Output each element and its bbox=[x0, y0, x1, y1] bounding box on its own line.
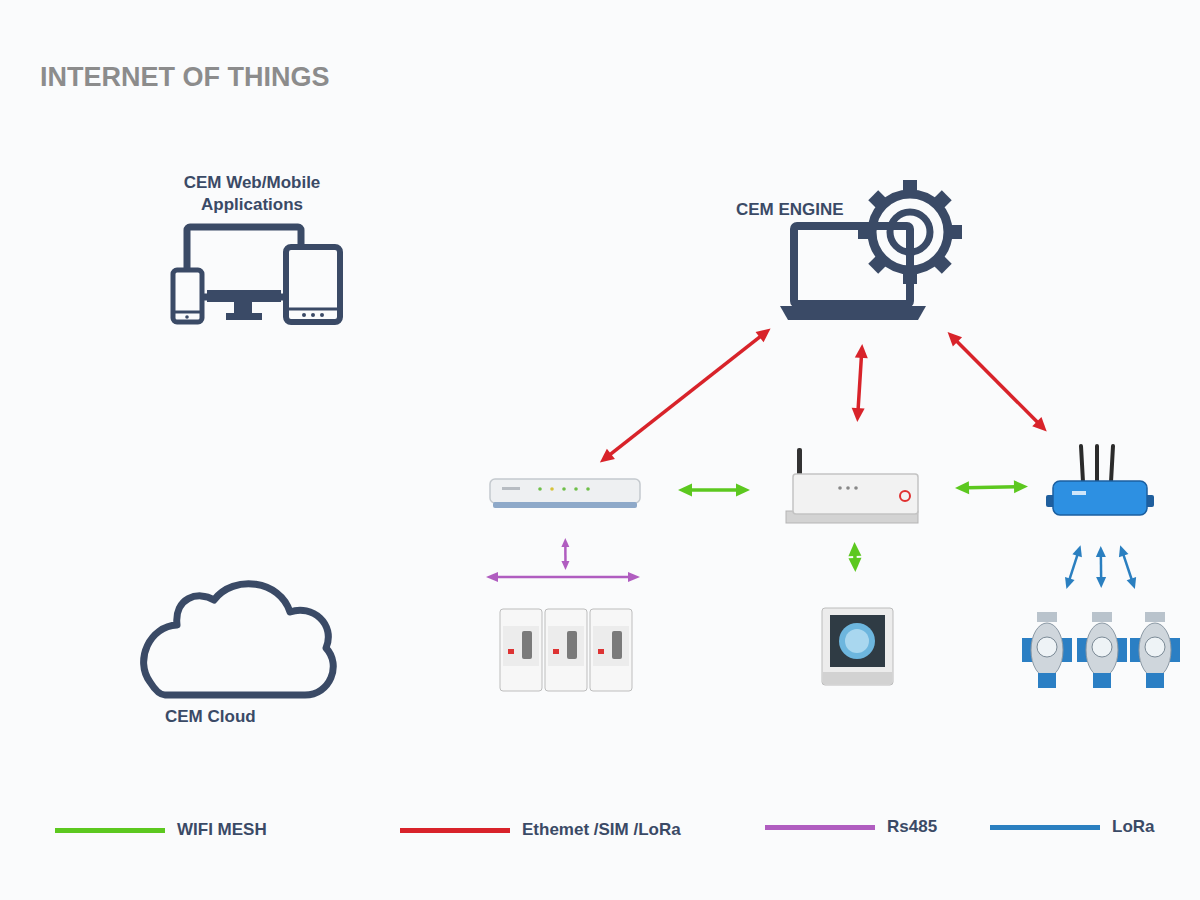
legend-swatch bbox=[765, 825, 875, 830]
arrowhead bbox=[855, 344, 868, 358]
legend-item: Rs485 bbox=[765, 815, 937, 839]
breakers bbox=[496, 606, 636, 694]
connector bbox=[678, 484, 750, 497]
node-label: CEM Cloud bbox=[163, 706, 258, 728]
legend-swatch bbox=[55, 828, 165, 833]
gateway-icon bbox=[786, 448, 918, 523]
arrowhead bbox=[736, 484, 750, 497]
legend-label: Ethemet /SIM /LoRa bbox=[522, 820, 681, 840]
arrowhead bbox=[848, 558, 861, 572]
arrowhead bbox=[561, 561, 569, 570]
connector bbox=[848, 542, 861, 572]
connector bbox=[1119, 545, 1136, 589]
arrowhead bbox=[1096, 577, 1106, 588]
app-group: CEM Web/Mobile Applications bbox=[150, 172, 350, 328]
breakers-icon bbox=[500, 609, 632, 691]
thermostat-icon bbox=[822, 608, 893, 685]
connector bbox=[948, 332, 1047, 432]
connector bbox=[1065, 545, 1082, 589]
arrowhead bbox=[561, 538, 569, 547]
cloud-icon bbox=[144, 584, 334, 695]
legend-swatch bbox=[400, 828, 510, 833]
arrowhead bbox=[756, 329, 771, 343]
arrowhead bbox=[1065, 577, 1075, 589]
water-meters-icon bbox=[1022, 612, 1180, 688]
connector-line bbox=[690, 488, 738, 492]
connector-line bbox=[858, 356, 861, 410]
arrowhead bbox=[1119, 545, 1128, 557]
router-icon bbox=[490, 479, 640, 508]
connector bbox=[561, 538, 569, 570]
connector bbox=[1096, 546, 1106, 588]
legend-item: Ethemet /SIM /LoRa bbox=[400, 818, 681, 842]
water-meter bbox=[1021, 608, 1073, 690]
legend-swatch bbox=[990, 825, 1100, 830]
connector bbox=[600, 329, 771, 463]
legend-label: Rs485 bbox=[887, 817, 937, 837]
devices-icon bbox=[173, 227, 340, 322]
connector-line bbox=[1100, 555, 1103, 579]
lora-gateway-icon bbox=[1046, 446, 1154, 515]
legend-item: LoRa bbox=[990, 815, 1155, 839]
connector-line bbox=[609, 336, 761, 455]
title: INTERNET OF THINGS bbox=[40, 62, 330, 93]
arrowhead bbox=[1096, 546, 1106, 557]
arrowhead bbox=[1072, 545, 1082, 557]
arrowhead bbox=[1014, 480, 1028, 493]
arrowhead bbox=[678, 484, 692, 497]
legend-item: WIFI MESH bbox=[55, 818, 267, 842]
node-label: CEM ENGINE bbox=[734, 199, 846, 221]
lora-gateway bbox=[1050, 440, 1150, 530]
legend-label: LoRa bbox=[1112, 817, 1155, 837]
connector-line bbox=[1123, 554, 1132, 581]
engine: CEM ENGINE bbox=[780, 182, 956, 322]
router bbox=[488, 470, 642, 510]
connector bbox=[852, 344, 868, 422]
arrowhead bbox=[948, 332, 962, 347]
arrowhead bbox=[1127, 577, 1136, 589]
legend-label: WIFI MESH bbox=[177, 820, 267, 840]
connector-line bbox=[564, 545, 567, 563]
connector-line bbox=[967, 485, 1016, 489]
node-label: CEM Web/Mobile Applications bbox=[160, 172, 344, 216]
rs485-bus bbox=[486, 572, 640, 582]
connector-line bbox=[1069, 554, 1078, 581]
arrowhead bbox=[852, 408, 865, 422]
thermostat bbox=[820, 606, 895, 687]
gateway bbox=[785, 450, 921, 530]
water-meter bbox=[1076, 608, 1128, 690]
arrowhead bbox=[1032, 417, 1046, 432]
arrowhead bbox=[848, 542, 861, 556]
arrowhead bbox=[600, 449, 615, 463]
water-meter bbox=[1129, 608, 1181, 690]
connector bbox=[955, 480, 1028, 494]
cloud: CEM Cloud bbox=[135, 578, 340, 732]
connector-line bbox=[956, 340, 1038, 423]
arrowhead bbox=[955, 481, 969, 494]
